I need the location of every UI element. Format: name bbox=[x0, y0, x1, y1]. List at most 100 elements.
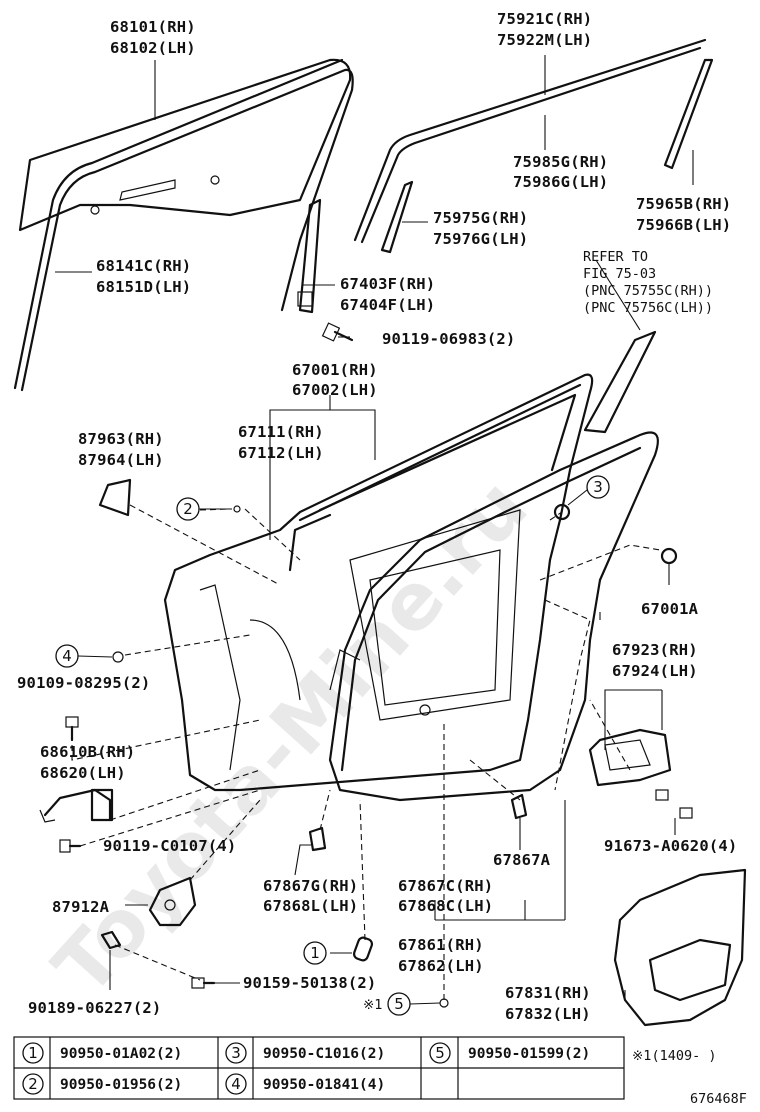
label-75965: 75965B(RH) bbox=[636, 195, 731, 213]
label-67002: 67002(LH) bbox=[292, 381, 378, 399]
svg-text:90950-01841(4): 90950-01841(4) bbox=[263, 1077, 385, 1093]
plug-1-drawing bbox=[352, 936, 374, 962]
part-labels: 68101(RH) 68102(LH) 75921C(RH) 75922M(LH… bbox=[17, 10, 737, 1023]
trim-bracket-drawing bbox=[148, 876, 197, 927]
label-67001: 67001(RH) bbox=[292, 361, 378, 379]
svg-text:1: 1 bbox=[310, 944, 320, 962]
label-75976: 75976G(LH) bbox=[433, 230, 528, 248]
plug-4-drawing bbox=[112, 651, 124, 663]
refer-line-3: (PNC 75755C(RH)) bbox=[583, 283, 713, 299]
label-68610: 68610B(RH) bbox=[40, 743, 135, 761]
mirror-bracket-drawing bbox=[98, 478, 132, 517]
label-67868l: 67868L(LH) bbox=[263, 897, 358, 915]
table-cell-5: 5 90950-01599(2) bbox=[429, 1042, 590, 1064]
label-68620: 68620(LH) bbox=[40, 764, 126, 782]
grommet-67001a-drawing bbox=[660, 547, 678, 565]
dashed-guides bbox=[71, 504, 661, 1000]
label-67832: 67832(LH) bbox=[505, 1005, 591, 1023]
label-75975: 75975G(RH) bbox=[433, 209, 528, 227]
table-cell-1: 1 90950-01A02(2) bbox=[22, 1042, 182, 1064]
door-glass-drawing bbox=[18, 58, 352, 232]
bolt-drawing bbox=[321, 322, 354, 342]
rear-moulding-drawing bbox=[380, 180, 414, 254]
label-68101: 68101(RH) bbox=[110, 18, 196, 36]
label-67861: 67861(RH) bbox=[398, 936, 484, 954]
label-75986: 75986G(LH) bbox=[513, 173, 608, 191]
plug-5-drawing bbox=[439, 998, 449, 1008]
svg-text:2: 2 bbox=[28, 1075, 38, 1093]
svg-text:1: 1 bbox=[28, 1044, 38, 1062]
label-67867c: 67867C(RH) bbox=[398, 877, 493, 895]
service-cover-drawing bbox=[613, 868, 747, 1027]
grommet-3-drawing bbox=[553, 503, 571, 521]
label-68141: 68141C(RH) bbox=[96, 257, 191, 275]
svg-text:90950-01599(2): 90950-01599(2) bbox=[468, 1046, 590, 1062]
door-panel-drawing bbox=[163, 373, 594, 792]
callouts: 1 2 3 4 5 bbox=[55, 475, 610, 1016]
label-67404: 67404F(LH) bbox=[340, 296, 435, 314]
plug-2-drawing bbox=[233, 505, 241, 513]
callout-4: 4 bbox=[55, 644, 79, 668]
label-67867a: 67867A bbox=[493, 851, 551, 869]
label-90189: 90189-06227(2) bbox=[28, 999, 161, 1017]
label-75921: 75921C(RH) bbox=[497, 10, 592, 28]
label-75966: 75966B(LH) bbox=[636, 216, 731, 234]
door-pad-drawing bbox=[588, 728, 672, 787]
svg-text:90950-01956(2): 90950-01956(2) bbox=[60, 1077, 182, 1093]
svg-text:3: 3 bbox=[231, 1044, 241, 1062]
retainer-clip-drawing bbox=[100, 930, 122, 950]
svg-text:2: 2 bbox=[183, 500, 193, 518]
label-68151: 68151D(LH) bbox=[96, 278, 191, 296]
outside-moulding-drawing bbox=[353, 38, 707, 242]
svg-text:3: 3 bbox=[593, 478, 603, 496]
callout-5: 5 bbox=[387, 992, 411, 1016]
parts-table: 1 90950-01A02(2) 3 90950-C1016(2) 5 9095… bbox=[13, 1036, 625, 1100]
label-67831: 67831(RH) bbox=[505, 984, 591, 1002]
label-67403: 67403F(RH) bbox=[340, 275, 435, 293]
table-note: ※1(1409- ) bbox=[632, 1048, 716, 1064]
label-75985: 75985G(RH) bbox=[513, 153, 608, 171]
refer-line-1: REFER TO bbox=[583, 249, 648, 265]
refer-strip-drawing bbox=[583, 330, 657, 434]
svg-text:90950-01A02(2): 90950-01A02(2) bbox=[60, 1046, 182, 1062]
label-90119-06983: 90119-06983(2) bbox=[382, 330, 515, 348]
label-67923: 67923(RH) bbox=[612, 641, 698, 659]
refer-line-2: FIG 75-03 bbox=[583, 266, 656, 282]
leader-lines bbox=[55, 55, 694, 1000]
label-67001a: 67001A bbox=[641, 600, 699, 618]
label-90119-c0107: 90119-C0107(4) bbox=[103, 837, 236, 855]
svg-text:90950-C1016(2): 90950-C1016(2) bbox=[263, 1046, 385, 1062]
table-cell-4: 4 90950-01841(4) bbox=[225, 1073, 385, 1095]
svg-text:5: 5 bbox=[394, 995, 404, 1013]
rear-channel-drawing bbox=[298, 198, 322, 314]
label-91673: 91673-A0620(4) bbox=[604, 837, 737, 855]
glass-run-drawing bbox=[20, 68, 354, 392]
label-87964: 87964(LH) bbox=[78, 451, 164, 469]
label-67868c: 67868C(LH) bbox=[398, 897, 493, 915]
label-68102: 68102(LH) bbox=[110, 39, 196, 57]
door-weatherstrip-drawing bbox=[328, 431, 659, 802]
refer-line-4: (PNC 75756C(LH)) bbox=[583, 300, 713, 316]
check-bolt-drawing bbox=[59, 839, 82, 853]
watermark: Toyota-Mine.ru bbox=[37, 462, 545, 1012]
door-check-drawing bbox=[39, 788, 114, 823]
callout-1: 1 bbox=[303, 941, 327, 965]
callout-3: 3 bbox=[586, 475, 610, 499]
pad-screw-drawing bbox=[655, 789, 693, 819]
label-67862: 67862(LH) bbox=[398, 957, 484, 975]
svg-text:5: 5 bbox=[435, 1044, 445, 1062]
label-67111: 67111(RH) bbox=[238, 423, 324, 441]
table-cell-3: 3 90950-C1016(2) bbox=[225, 1042, 385, 1064]
label-67867g: 67867G(RH) bbox=[263, 877, 358, 895]
division-moulding-drawing bbox=[663, 58, 714, 170]
figure-id: 676468F bbox=[690, 1091, 747, 1107]
label-90109: 90109-08295(2) bbox=[17, 674, 150, 692]
svg-text:4: 4 bbox=[231, 1075, 241, 1093]
clip-a-drawing bbox=[510, 793, 528, 820]
label-67112: 67112(LH) bbox=[238, 444, 324, 462]
callout-2: 2 bbox=[176, 497, 200, 521]
label-87963: 87963(RH) bbox=[78, 430, 164, 448]
note-mark: ※1 bbox=[363, 997, 382, 1013]
trim-screw-drawing bbox=[191, 977, 216, 989]
